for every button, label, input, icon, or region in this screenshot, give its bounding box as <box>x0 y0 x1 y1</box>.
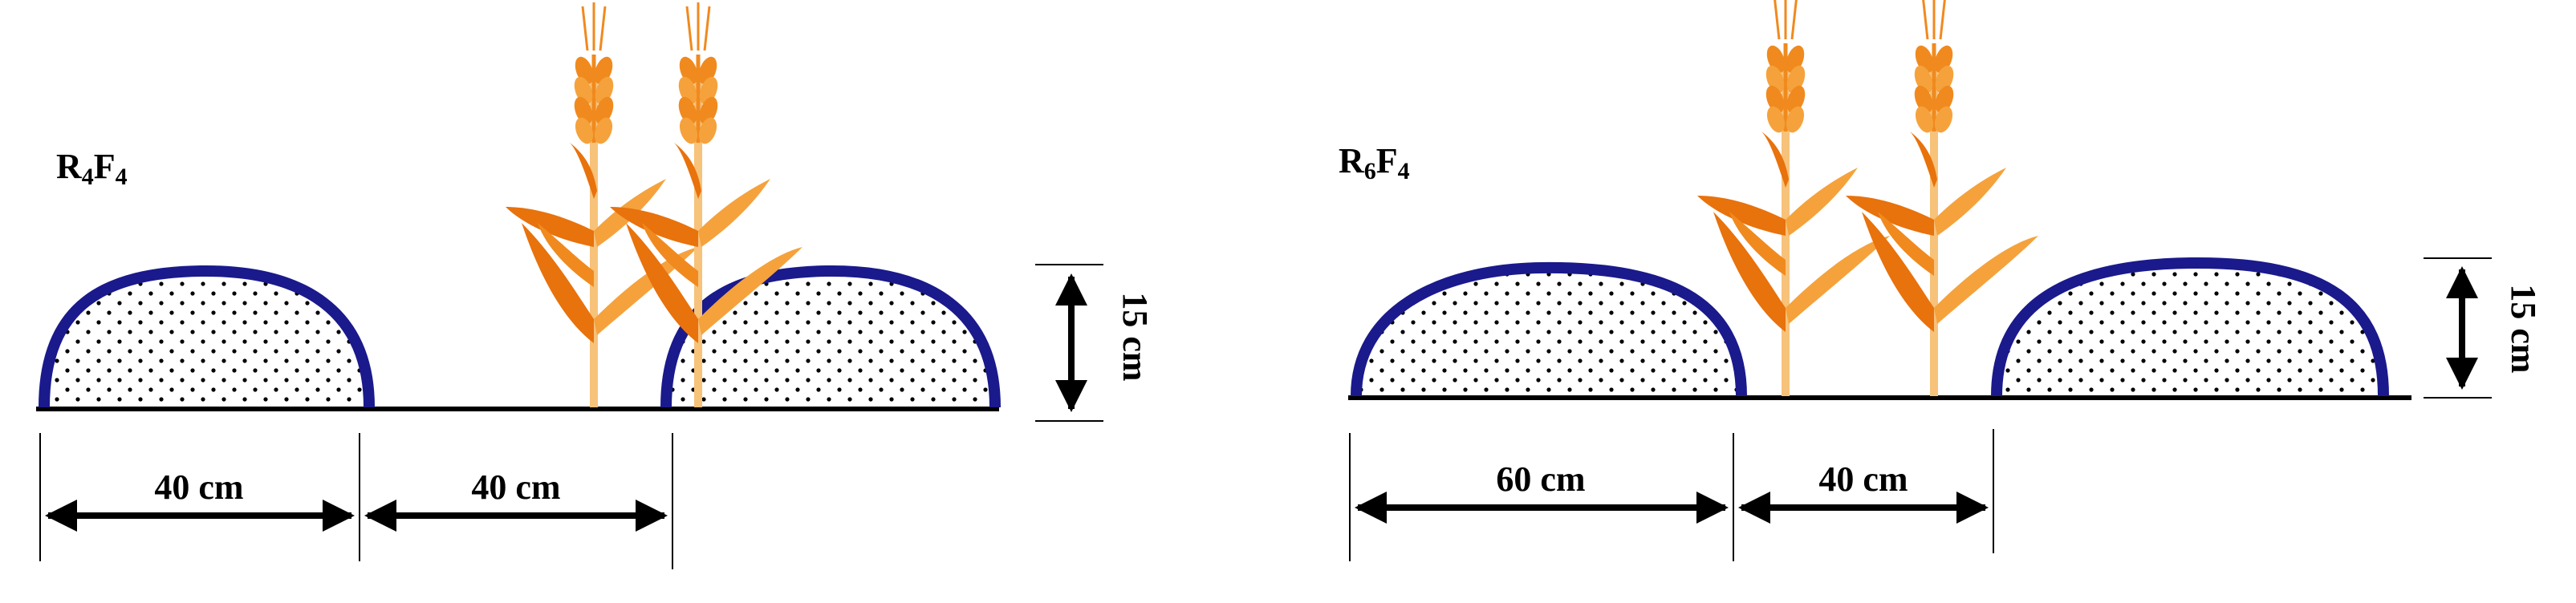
ridge-soil <box>1997 262 2383 396</box>
panel-r6f4: R6F4 15 cm 60 cm 40 cm <box>1339 0 2543 561</box>
wheat-plant-icon <box>506 2 698 407</box>
ridge-outline <box>1351 261 1747 397</box>
ridge-soil <box>44 270 369 407</box>
furrow-width-label: 40 cm <box>471 467 560 507</box>
ridge-width-label: 40 cm <box>154 467 243 507</box>
panel-label-r6f4: R6F4 <box>1339 141 1410 184</box>
ridge-outline <box>39 265 375 408</box>
ridge-height-label: 15 cm <box>2504 284 2543 373</box>
furrow-width-label: 40 cm <box>1818 459 1908 499</box>
ridge-width-label: 60 cm <box>1496 459 1585 499</box>
ridge-outline <box>1991 257 2389 397</box>
ridge-height-label: 15 cm <box>1115 292 1155 381</box>
ridge-soil <box>666 270 995 407</box>
panel-label-r4f4: R4F4 <box>56 147 128 190</box>
panel-r4f4: R4F4 15 cm 40 cm 40 cm <box>36 2 1155 569</box>
ridge-soil <box>1356 267 1741 396</box>
